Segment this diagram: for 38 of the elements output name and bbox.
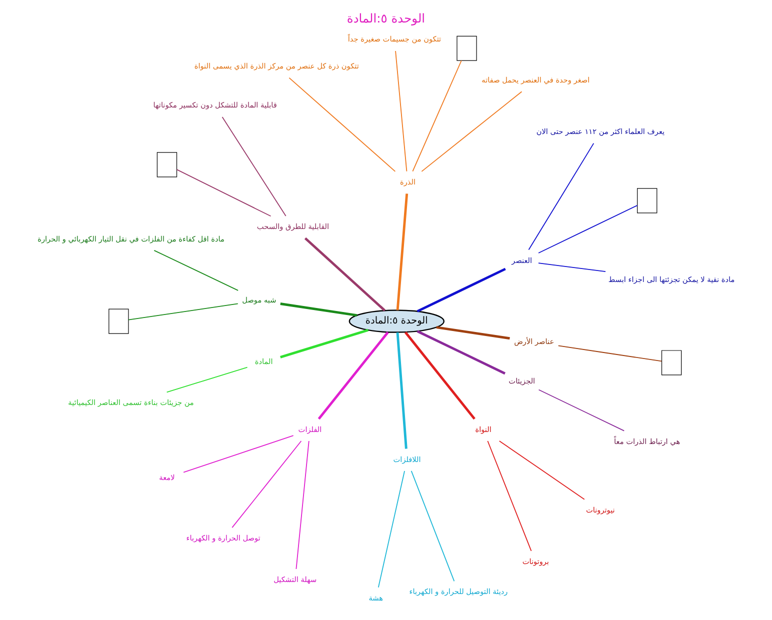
connector <box>436 326 510 340</box>
connector <box>538 389 625 432</box>
connector <box>280 328 369 358</box>
connector <box>412 60 462 172</box>
connector <box>183 435 294 473</box>
connector <box>280 302 358 317</box>
connector <box>304 237 386 312</box>
node-ellipse: الوحدة ٥:المادة <box>348 310 445 333</box>
connector <box>318 332 389 420</box>
connector <box>421 91 522 172</box>
diagram-title: الوحدة ٥:المادة <box>346 12 426 26</box>
connector <box>410 470 455 582</box>
node-box <box>637 188 658 214</box>
connector <box>396 194 408 310</box>
connector <box>487 440 532 552</box>
node-box <box>156 152 178 178</box>
connector <box>378 470 405 588</box>
connector <box>232 440 302 528</box>
connector <box>288 77 396 172</box>
connector <box>528 142 594 250</box>
connector <box>154 250 239 291</box>
connector <box>166 366 248 393</box>
connector <box>416 268 506 312</box>
connector <box>498 440 585 500</box>
connector <box>396 332 408 449</box>
connector <box>416 330 506 375</box>
connector <box>538 204 638 254</box>
node-box <box>456 36 477 61</box>
connector <box>558 345 662 362</box>
connector <box>128 303 238 320</box>
connector <box>404 332 476 420</box>
connector <box>222 116 286 216</box>
connector <box>296 440 310 570</box>
connector <box>176 169 272 217</box>
connector <box>538 262 606 272</box>
node-box <box>108 308 129 334</box>
connector <box>395 50 408 172</box>
node-box <box>661 350 682 376</box>
